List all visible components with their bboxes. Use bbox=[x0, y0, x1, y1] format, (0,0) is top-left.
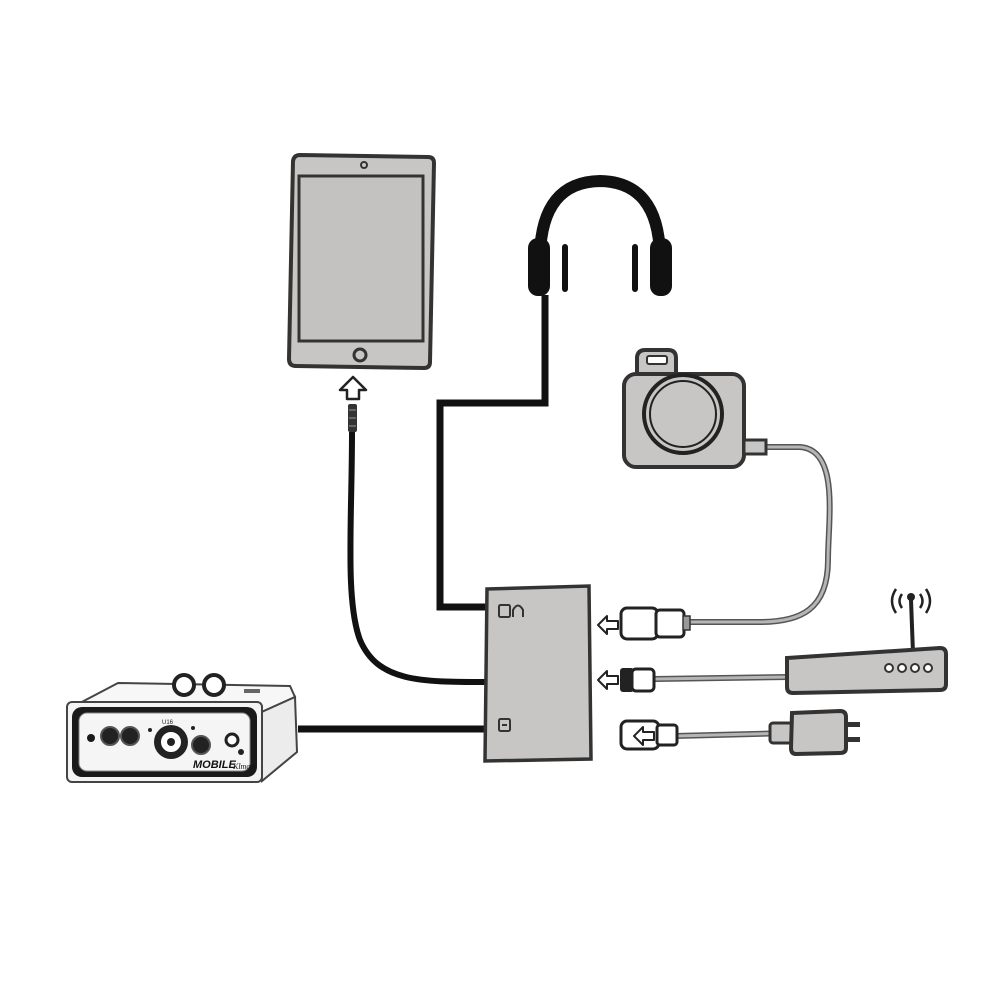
left-arrow-icon bbox=[633, 726, 655, 746]
camera-cable bbox=[688, 444, 833, 625]
headphones-icon bbox=[528, 174, 672, 296]
power-connector-icon bbox=[619, 719, 679, 751]
router-icon bbox=[785, 588, 948, 696]
lightning-plug-icon bbox=[348, 404, 357, 432]
usb-port-icon bbox=[498, 718, 511, 732]
left-arrow-icon bbox=[597, 670, 619, 690]
up-arrow-icon bbox=[338, 375, 368, 401]
device-brand-label: MOBILE bbox=[193, 759, 236, 771]
headphone-port-icon bbox=[498, 604, 524, 618]
audio-interface-icon: U16 MOBILE Klmost bbox=[66, 673, 299, 783]
camera-icon bbox=[622, 348, 768, 469]
device-model-label: U16 bbox=[162, 720, 174, 726]
tablet-icon bbox=[286, 152, 437, 371]
ethernet-plug-icon bbox=[620, 667, 656, 693]
left-arrow-icon bbox=[597, 615, 619, 635]
usb-plug-icon bbox=[619, 606, 691, 641]
device-subbrand-label: Klmost bbox=[232, 762, 256, 771]
hub-icon bbox=[483, 584, 593, 763]
headphone-cable bbox=[436, 295, 549, 611]
tablet-cable bbox=[347, 431, 488, 685]
power-plug-icon bbox=[768, 708, 860, 757]
